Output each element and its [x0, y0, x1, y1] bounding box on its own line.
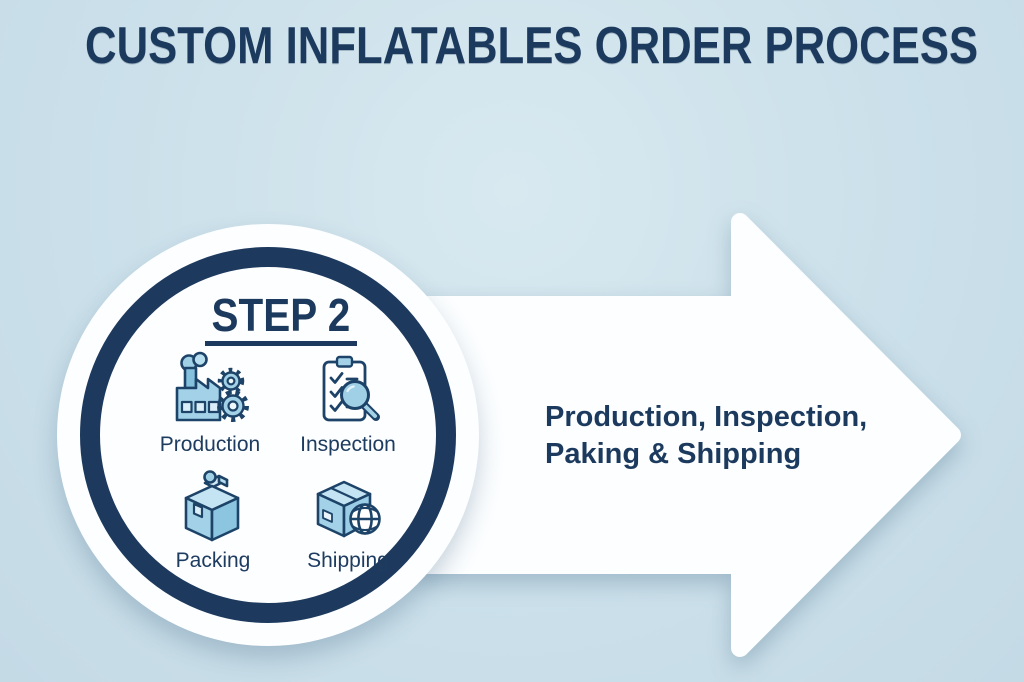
step-heading-text: STEP 2 — [211, 289, 351, 341]
box-globe-icon — [316, 480, 381, 538]
step-item-shipping: Shipping — [283, 466, 413, 573]
step-item-production: Production — [145, 350, 275, 457]
arrow-caption: Production, Inspection, Paking & Shippin… — [545, 399, 905, 473]
arrow-caption-line1: Production, Inspection, — [545, 401, 868, 433]
clipboard-magnifier-icon — [322, 355, 380, 422]
open-box-tape-icon — [184, 470, 240, 542]
inspection-label: Inspection — [300, 433, 396, 456]
globe-icon — [349, 503, 381, 535]
production-label: Production — [159, 433, 261, 456]
arrow-caption-line2: Paking & Shipping — [545, 438, 802, 470]
right-arrow-shape — [416, 213, 961, 657]
gear-small-icon — [217, 367, 245, 395]
step-item-inspection: Inspection — [283, 352, 413, 457]
shipping-label: Shipping — [307, 549, 389, 572]
page-title-text: CUSTOM INFLATABLES ORDER PROCESS — [85, 17, 979, 75]
step-item-packing: Packing — [148, 464, 278, 573]
page-title: CUSTOM INFLATABLES ORDER PROCESS — [0, 16, 1024, 76]
magnifier-icon — [340, 380, 380, 421]
packing-label: Packing — [175, 549, 251, 572]
step-heading-underline — [205, 341, 357, 346]
gear-large-icon — [217, 390, 249, 422]
step-heading: STEP 2 — [96, 292, 466, 346]
factory-icon — [175, 351, 249, 422]
